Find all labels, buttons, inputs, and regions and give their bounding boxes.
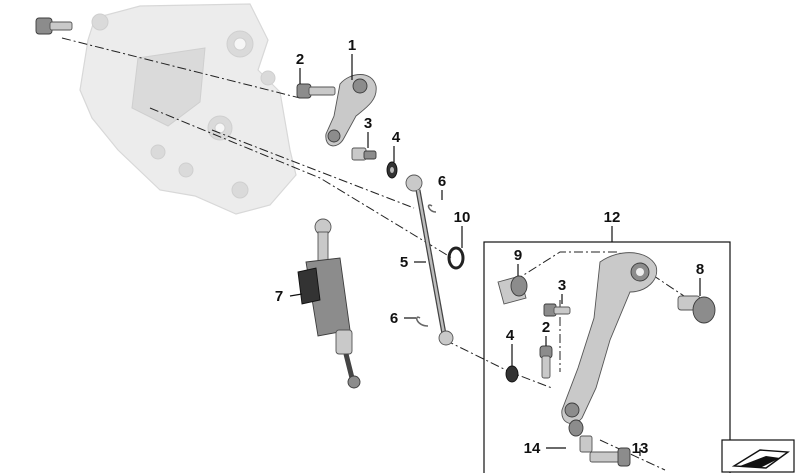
part-4-washer-upper <box>386 161 398 179</box>
part-13-bolt <box>589 447 631 467</box>
part-symbol-icon <box>721 439 795 473</box>
part-4-washer-lower <box>505 365 519 383</box>
callout-labels: 1 2 3 4 6 10 5 6 7 12 9 3 2 4 8 14 13 <box>275 37 704 457</box>
callout-3-upper: 3 <box>364 115 372 132</box>
callout-4-upper: 4 <box>392 129 401 146</box>
part-9-sleeve <box>497 275 528 305</box>
part-6-clip-lower <box>416 316 429 327</box>
callout-3-lower: 3 <box>558 277 566 294</box>
part-3-bushing-upper <box>351 147 377 161</box>
callout-12: 12 <box>604 209 621 226</box>
part-2-bolt-lower <box>539 345 553 379</box>
bolt-top-left <box>35 17 73 35</box>
part-6-clip-upper <box>427 204 437 213</box>
part-5-connecting-rod <box>405 174 454 346</box>
callout-2-upper: 2 <box>296 51 304 68</box>
callout-2-lower: 2 <box>542 319 550 336</box>
callout-5: 5 <box>400 254 408 271</box>
part-7-actuator <box>297 218 361 389</box>
callout-1: 1 <box>348 37 356 54</box>
part-1-lever-arm <box>325 74 377 147</box>
part-3-screw-lower <box>543 303 571 317</box>
callout-13: 13 <box>632 440 649 457</box>
callout-7: 7 <box>275 288 283 305</box>
part-14-bushing <box>568 419 593 453</box>
part-12-shift-lever <box>561 252 658 424</box>
part-2-bolt-upper <box>296 83 336 99</box>
part-8-pivot-bolt <box>677 295 716 324</box>
part-12-assembly-box <box>483 241 731 473</box>
callout-9: 9 <box>514 247 522 264</box>
part-10-o-ring <box>447 246 465 270</box>
callout-14: 14 <box>524 440 541 457</box>
callout-6-lower: 6 <box>390 310 398 327</box>
callout-8: 8 <box>696 261 704 278</box>
frame-bracket-ghost <box>79 3 297 215</box>
leader-lines <box>289 54 701 456</box>
callout-4-lower: 4 <box>506 327 515 344</box>
callout-6-upper: 6 <box>438 173 446 190</box>
callout-10: 10 <box>454 209 471 226</box>
